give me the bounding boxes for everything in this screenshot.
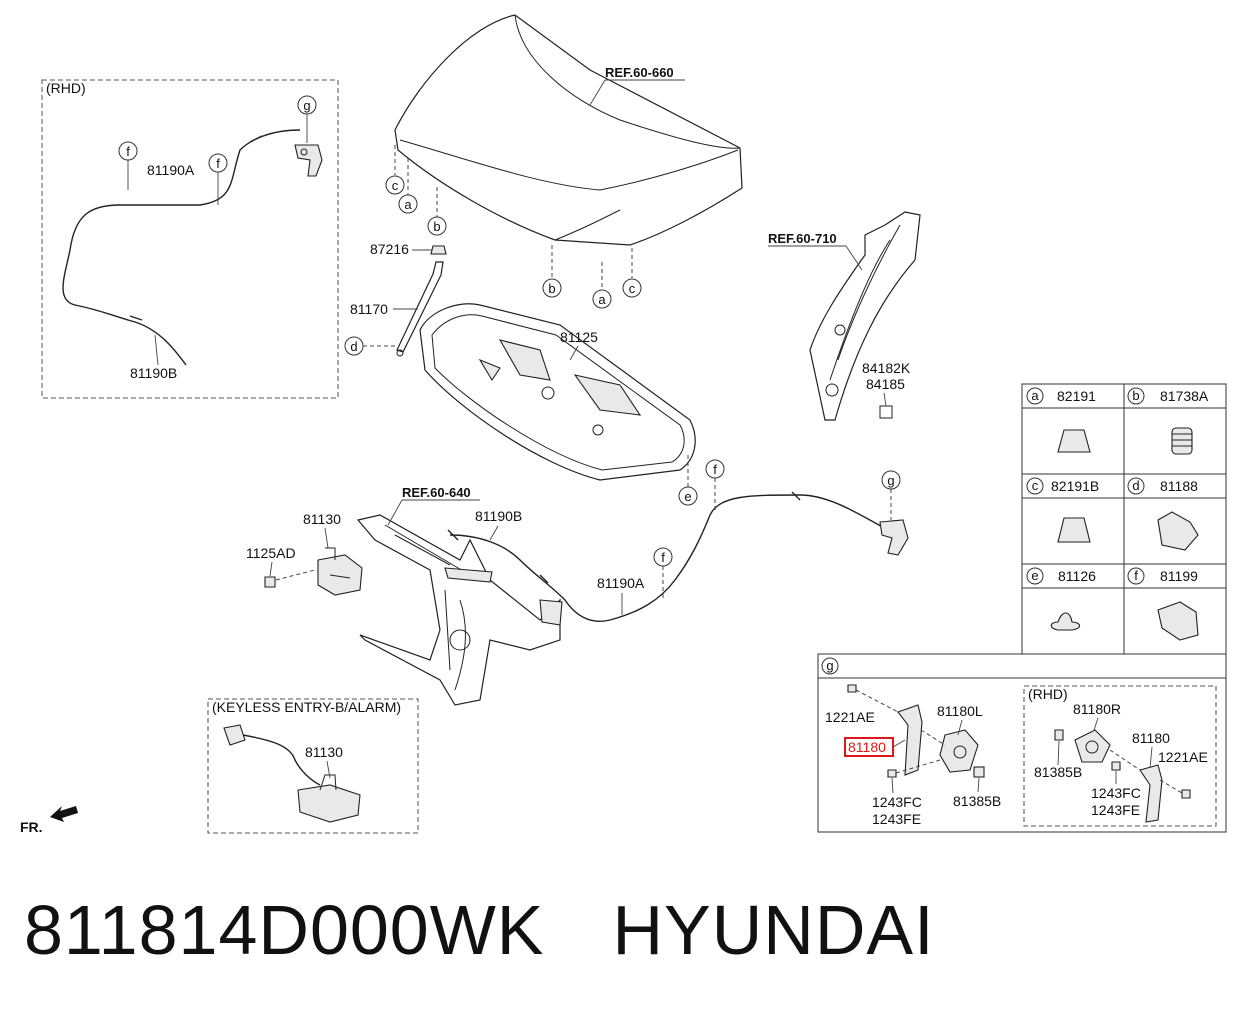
hood-callout-a2: a (598, 292, 606, 307)
label-81190a: 81190A (597, 575, 645, 591)
label-81125: 81125 (560, 329, 598, 345)
hood-callouts: c a b b a c (385, 145, 642, 309)
hood-insulator-pad (419, 303, 696, 481)
legend-letter-a: a (1031, 388, 1039, 403)
fr-label: FR. (20, 819, 43, 835)
handle-rhd-assembly (1054, 729, 1191, 823)
legend-part-81199: 81199 (1160, 568, 1198, 584)
g-label-1243fe: 1243FE (872, 811, 921, 827)
brand-name: HYUNDAI (612, 891, 935, 969)
legend-letter-c: c (1032, 478, 1039, 493)
callout-g: g (887, 473, 894, 488)
rhd-cable-ferrules (129, 135, 263, 321)
bolt-1125ad (264, 569, 316, 588)
g-rhd-label-1221ae: 1221AE (1158, 749, 1208, 765)
legend-part-81738a: 81738A (1160, 388, 1209, 404)
hood-callout-c1: c (392, 178, 399, 193)
label-81190b: 81190B (475, 508, 522, 524)
rhd-callout-g: g (303, 98, 310, 113)
keyless-box-title: (KEYLESS ENTRY-B/ALARM) (212, 699, 401, 715)
g-label-81385b: 81385B (953, 793, 1001, 809)
label-84185: 84185 (866, 376, 905, 392)
g-label-1243fc: 1243FC (872, 794, 922, 810)
hood-callout-b2: b (548, 281, 555, 296)
rhd-box-title: (RHD) (46, 80, 86, 96)
g-rhd-label-81180: 81180 (1132, 730, 1170, 746)
keyless-entry-box: (KEYLESS ENTRY-B/ALARM) 81130 (207, 698, 419, 834)
ref-hood: REF.60-660 (605, 65, 674, 80)
legend-letter-f: f (1134, 568, 1138, 583)
callout-f1: f (661, 550, 665, 565)
handle-lhd-assembly (847, 684, 985, 778)
legend-part-81188: 81188 (1160, 478, 1198, 494)
rhd-callout-f1: f (126, 144, 130, 159)
bumper-82191-icon (1057, 429, 1091, 453)
handle-detail-box: g 1221AE 81180L 81180 1243FC 1243FE 8138… (817, 653, 1227, 833)
label-87216: 87216 (370, 241, 409, 257)
g-rhd-title: (RHD) (1028, 686, 1068, 702)
clip-81126-icon (1050, 612, 1081, 631)
legend-letter-d: d (1132, 478, 1139, 493)
rhd-label-81190a: 81190A (147, 162, 195, 178)
bumper-82191b-icon (1057, 517, 1091, 543)
callout-d: d (350, 339, 357, 354)
legend-part-82191: 82191 (1057, 388, 1096, 404)
label-84182k: 84182K (862, 360, 911, 376)
hood-callout-a1: a (404, 197, 412, 212)
g-rhd-label-1243fc: 1243FC (1091, 785, 1141, 801)
label-1125ad: 1125AD (246, 545, 296, 561)
hood-callout-c2: c (629, 281, 636, 296)
rhd-handle-icon (294, 144, 323, 177)
hood-release-cable (449, 494, 889, 622)
front-end-module (356, 514, 563, 706)
hood-panel (394, 14, 743, 246)
ref-front-end: REF.60-640 (402, 485, 471, 500)
rhd-label-81190b: 81190B (130, 365, 177, 381)
legend-part-81126: 81126 (1058, 568, 1096, 584)
legend-grid: a 82191 b 81738A c 82191B d 81188 e 8112… (1021, 383, 1227, 655)
g-rhd-label-1243fe: 1243FE (1091, 802, 1140, 818)
g-rhd-label-81180r: 81180R (1073, 701, 1121, 717)
callout-f2: f (713, 462, 717, 477)
hood-latch-81130 (317, 547, 363, 596)
rhd-callout-f2: f (216, 156, 220, 171)
release-handle-icon (879, 519, 909, 556)
rhd-cable-box: (RHD) 81190A 81190B f f g (41, 79, 339, 399)
g-label-1221ae: 1221AE (825, 709, 875, 725)
rhd-release-cable (62, 129, 301, 366)
part-number: 811814D000WK (24, 891, 545, 969)
fr-marker: FR. (20, 806, 78, 835)
label-81170: 81170 (350, 301, 388, 317)
g-box-letter: g (826, 658, 833, 673)
legend-part-82191b: 82191B (1051, 478, 1099, 494)
a-pillar-panel (809, 211, 921, 421)
clip-81738a-icon (1171, 427, 1193, 455)
g-label-81180-highlighted: 81180 (848, 739, 886, 755)
title-line: 811814D000WK HYUNDAI (24, 890, 935, 970)
cable-ends (447, 491, 801, 584)
legend-letter-e: e (1031, 568, 1038, 583)
g-label-81180l: 81180L (937, 703, 983, 719)
clip-81199-icon (1157, 601, 1199, 641)
callout-e: e (684, 489, 691, 504)
ref-pillar: REF.60-710 (768, 231, 837, 246)
parts-diagram: (RHD) 81190A 81190B f f g REF.60-660 (20, 14, 1227, 835)
hood-stay (396, 245, 447, 357)
keyless-label-81130: 81130 (305, 744, 343, 760)
front-arrow-icon (50, 806, 78, 822)
legend-letter-b: b (1132, 388, 1139, 403)
label-81130: 81130 (303, 511, 341, 527)
retainer-81188-icon (1157, 511, 1199, 551)
g-rhd-label-81385b: 81385B (1034, 764, 1082, 780)
hood-callout-b1: b (433, 219, 440, 234)
